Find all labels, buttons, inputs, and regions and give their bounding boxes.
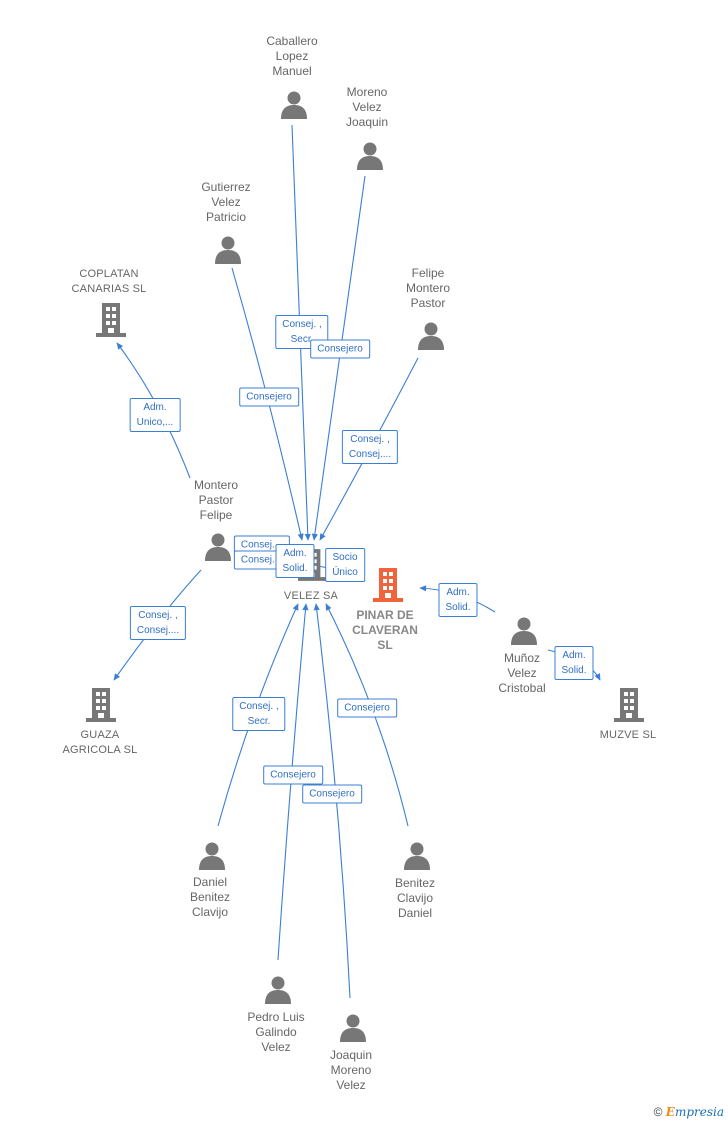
edge-label-felipe-montero[interactable]: Consej. , Consej.... bbox=[341, 430, 399, 464]
edge-label-moreno-joaquin[interactable]: Consejero bbox=[310, 339, 370, 359]
node-moreno-joaquin-label[interactable]: Moreno Velez Joaquin bbox=[345, 85, 389, 129]
copyright-icon: © bbox=[653, 1105, 663, 1119]
empresia-logo[interactable]: Empresia bbox=[665, 1105, 724, 1119]
node-muzve-label[interactable]: MUZVE SL bbox=[599, 729, 657, 741]
main-company-building-icon[interactable] bbox=[373, 568, 403, 602]
building-icon[interactable] bbox=[96, 303, 126, 337]
person-icon[interactable] bbox=[404, 842, 430, 871]
edge-label-joaquin-moreno[interactable]: Consejero bbox=[302, 784, 362, 804]
node-pedro-label[interactable]: Pedro Luis Galindo Velez bbox=[247, 1010, 305, 1054]
person-icon[interactable] bbox=[205, 533, 231, 562]
person-icon[interactable] bbox=[357, 142, 383, 171]
person-icon[interactable] bbox=[215, 236, 241, 265]
node-guaza-label[interactable]: GUAZA AGRICOLA SL bbox=[62, 729, 138, 756]
node-velez-sa-label[interactable]: VELEZ SA bbox=[283, 590, 339, 602]
edge-label-munoz-muzve[interactable]: Adm. Solid. bbox=[554, 646, 594, 680]
node-coplatan-label[interactable]: COPLATAN CANARIAS SL bbox=[71, 268, 147, 295]
footer: © Empresia bbox=[654, 1105, 724, 1119]
edge-label-gutierrez[interactable]: Consejero bbox=[239, 387, 299, 407]
person-icon[interactable] bbox=[418, 322, 444, 351]
node-montero-felipe-label[interactable]: Montero Pastor Felipe bbox=[193, 478, 239, 522]
edge-label-pedro[interactable]: Consejero bbox=[263, 765, 323, 785]
person-icon[interactable] bbox=[199, 842, 225, 871]
edge-label-adm-solid-velez[interactable]: Adm. Solid. bbox=[275, 544, 315, 578]
person-icon[interactable] bbox=[340, 1014, 366, 1043]
node-gutierrez-label[interactable]: Gutierrez Velez Patricio bbox=[201, 180, 251, 224]
edge-label-benitez-daniel[interactable]: Consejero bbox=[337, 698, 397, 718]
edge-label-munoz-pinar[interactable]: Adm. Solid. bbox=[438, 583, 478, 617]
person-icon[interactable] bbox=[265, 976, 291, 1005]
node-joaquin-moreno-label[interactable]: Joaquin Moreno Velez bbox=[329, 1048, 373, 1092]
edge-moreno-velez bbox=[311, 175, 366, 541]
node-felipe-montero-label[interactable]: Felipe Montero Pastor bbox=[405, 266, 451, 310]
node-daniel-benitez-label[interactable]: Daniel Benitez Clavijo bbox=[189, 875, 231, 919]
person-icon[interactable] bbox=[281, 91, 307, 120]
person-icon[interactable] bbox=[511, 617, 537, 646]
edge-label-socio-unico[interactable]: Socio Único bbox=[325, 548, 365, 582]
node-benitez-daniel-label[interactable]: Benitez Clavijo Daniel bbox=[394, 876, 436, 920]
edge-label-coplatan[interactable]: Adm. Unico,... bbox=[129, 398, 181, 432]
node-pinar-label[interactable]: PINAR DE CLAVERAN SL bbox=[352, 608, 418, 652]
node-munoz-label[interactable]: Muñoz Velez Cristobal bbox=[498, 651, 546, 695]
building-icon[interactable] bbox=[614, 688, 644, 722]
edge-label-daniel-benitez[interactable]: Consej. , Secr. bbox=[232, 697, 286, 731]
building-icon[interactable] bbox=[86, 688, 116, 722]
node-caballero-label[interactable]: Caballero Lopez Manuel bbox=[266, 34, 318, 78]
edge-label-guaza[interactable]: Consej. , Consej.... bbox=[129, 606, 187, 640]
